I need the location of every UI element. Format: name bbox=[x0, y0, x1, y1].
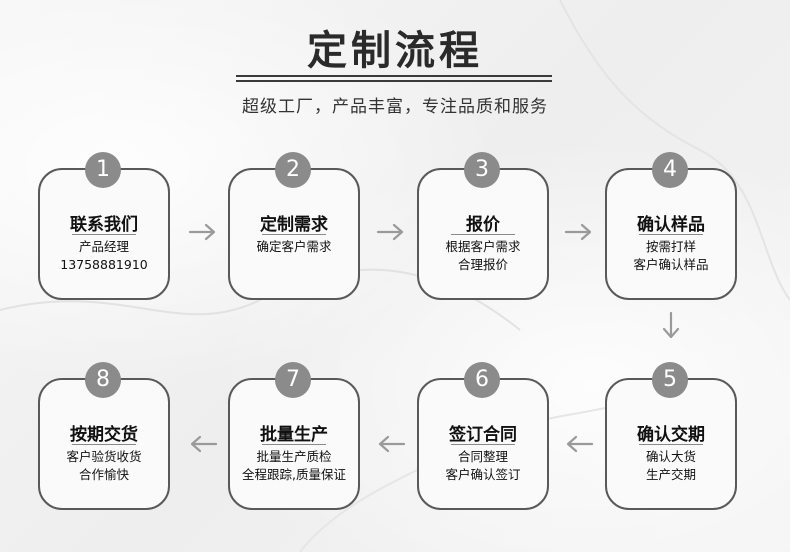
step-title: 定制需求 bbox=[260, 215, 328, 235]
page-title: 定制流程 bbox=[307, 27, 483, 74]
step-description-line: 客户确认签订 bbox=[445, 467, 521, 482]
step-number-badge: 5 bbox=[652, 362, 688, 398]
step-card-5: 5 确认交期 确认大货 生产交期 bbox=[605, 362, 737, 510]
step-number-badge: 4 bbox=[652, 152, 688, 188]
step-description-line: 产品经理 bbox=[78, 239, 129, 254]
step-title: 签订合同 bbox=[449, 425, 517, 445]
step-number-badge: 1 bbox=[85, 152, 121, 188]
step-description-line: 客户确认样品 bbox=[633, 257, 709, 272]
step-card-3: 3 报价 根据客户需求 合理报价 bbox=[417, 152, 549, 300]
step-card-7: 7 批量生产 批量生产质检 全程跟踪,质量保证 bbox=[228, 362, 360, 510]
step-description-line: 根据客户需求 bbox=[445, 239, 521, 254]
arrow-left-icon bbox=[378, 435, 406, 453]
step-card-4: 4 确认样品 按需打样 客户确认样品 bbox=[605, 152, 737, 300]
step-divider bbox=[451, 234, 515, 235]
arrow-left-icon bbox=[566, 435, 594, 453]
step-number-badge: 7 bbox=[275, 362, 311, 398]
title-underline-top bbox=[236, 75, 552, 77]
arrow-right-icon bbox=[188, 223, 216, 241]
step-card-6: 6 签订合同 合同整理 客户确认签订 bbox=[417, 362, 549, 510]
step-number-badge: 6 bbox=[464, 362, 500, 398]
arrow-right-icon bbox=[376, 223, 404, 241]
step-divider bbox=[639, 234, 703, 235]
step-description: 合同整理 客户确认签订 bbox=[417, 448, 549, 484]
step-title: 报价 bbox=[466, 215, 500, 235]
arrow-right-icon bbox=[564, 223, 592, 241]
step-title: 联系我们 bbox=[70, 215, 138, 235]
step-description-line: 合作愉快 bbox=[78, 467, 129, 482]
step-card-8: 8 按期交货 客户验货收货 合作愉快 bbox=[38, 362, 170, 510]
step-description-line: 批量生产质检 bbox=[256, 449, 332, 464]
step-card-frame bbox=[38, 168, 170, 300]
step-description: 根据客户需求 合理报价 bbox=[417, 238, 549, 274]
step-description: 批量生产质检 全程跟踪,质量保证 bbox=[228, 448, 360, 484]
arrow-down-icon bbox=[662, 311, 680, 339]
title-underline-bottom bbox=[236, 80, 552, 82]
step-description-line: 确认大货 bbox=[645, 449, 696, 464]
step-description-line: 全程跟踪,质量保证 bbox=[242, 467, 346, 482]
step-number-badge: 2 bbox=[275, 152, 311, 188]
step-description: 确认大货 生产交期 bbox=[605, 448, 737, 484]
step-description: 确定客户需求 bbox=[228, 238, 360, 256]
step-description: 客户验货收货 合作愉快 bbox=[38, 448, 170, 484]
step-divider bbox=[72, 444, 136, 445]
step-title: 确认交期 bbox=[637, 425, 705, 445]
step-card-2: 2 定制需求 确定客户需求 bbox=[228, 152, 360, 300]
step-divider bbox=[451, 444, 515, 445]
step-description-line: 13758881910 bbox=[60, 257, 148, 272]
step-description-line: 客户验货收货 bbox=[66, 449, 142, 464]
step-description-line: 确定客户需求 bbox=[256, 239, 332, 254]
step-divider bbox=[639, 444, 703, 445]
step-card-1: 1 联系我们 产品经理 13758881910 bbox=[38, 152, 170, 300]
step-description-line: 按需打样 bbox=[645, 239, 696, 254]
step-divider bbox=[262, 444, 326, 445]
step-title: 批量生产 bbox=[260, 425, 328, 445]
step-number-badge: 3 bbox=[464, 152, 500, 188]
page-subtitle: 超级工厂，产品丰富，专注品质和服务 bbox=[242, 97, 548, 117]
step-description-line: 合同整理 bbox=[457, 449, 508, 464]
step-divider bbox=[262, 234, 326, 235]
step-divider bbox=[72, 234, 136, 235]
step-description: 按需打样 客户确认样品 bbox=[605, 238, 737, 274]
step-description: 产品经理 13758881910 bbox=[38, 238, 170, 274]
step-title: 按期交货 bbox=[70, 425, 138, 445]
step-description-line: 生产交期 bbox=[645, 467, 696, 482]
step-title: 确认样品 bbox=[637, 215, 705, 235]
arrow-left-icon bbox=[190, 435, 218, 453]
step-description-line: 合理报价 bbox=[457, 257, 508, 272]
step-number-badge: 8 bbox=[85, 362, 121, 398]
